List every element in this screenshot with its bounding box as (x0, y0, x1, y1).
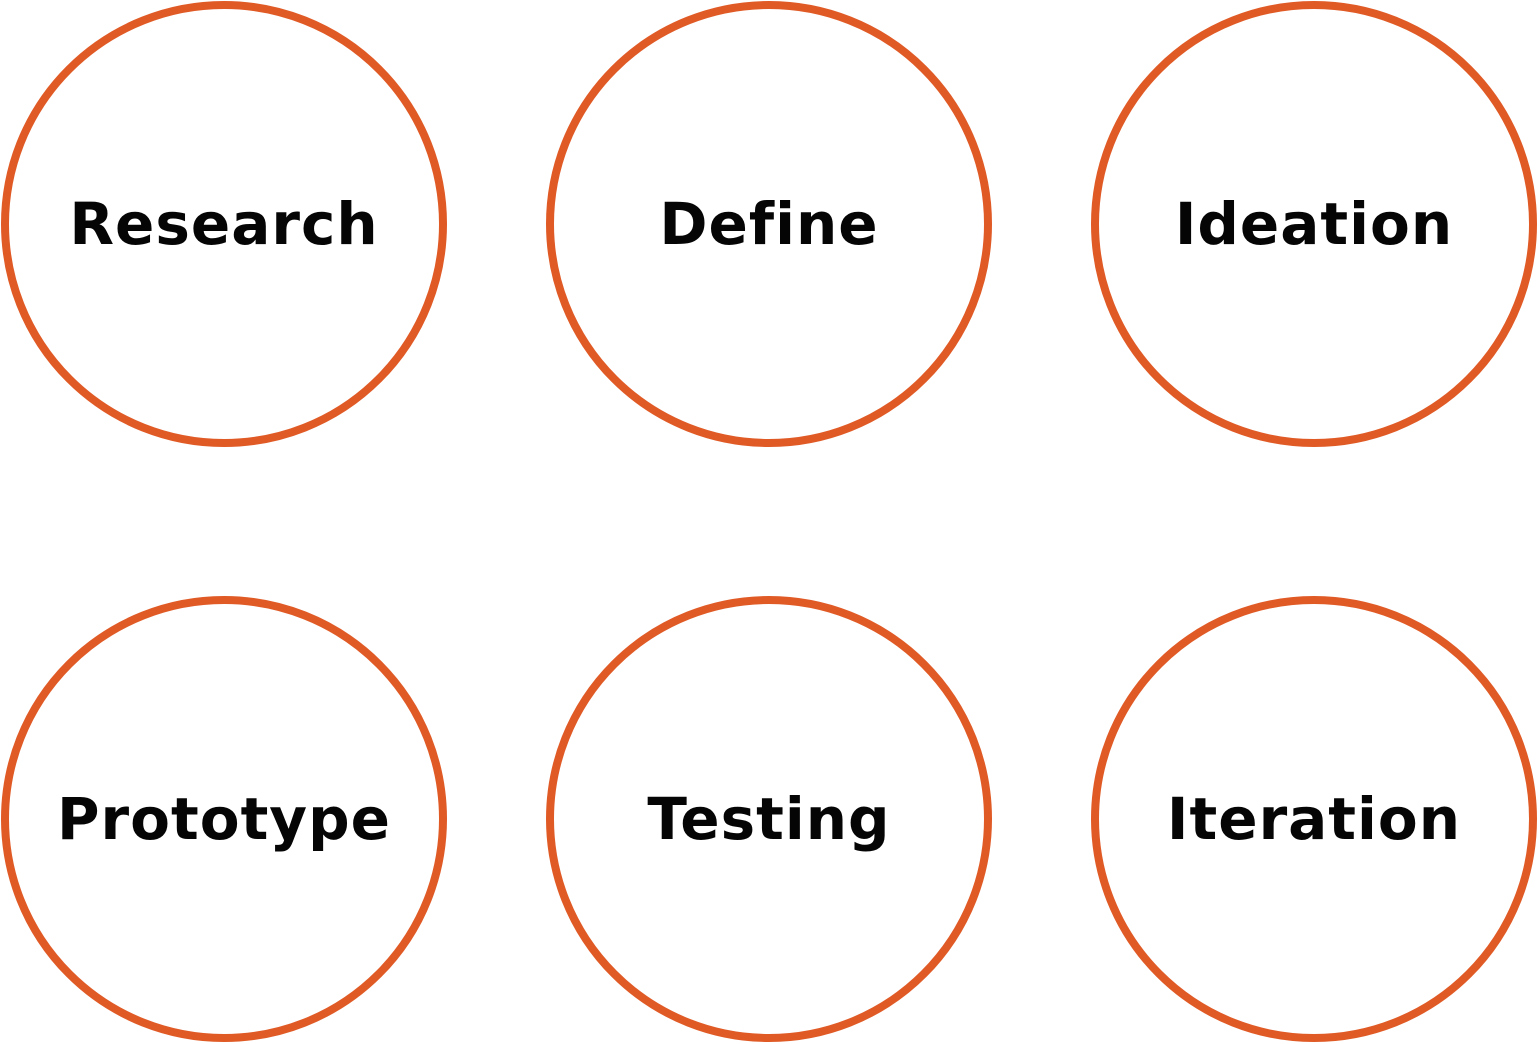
stage-circle-define: Define (546, 1, 992, 447)
stage-circle-iteration: Iteration (1091, 596, 1537, 1042)
stage-circle-testing: Testing (546, 596, 992, 1042)
stage-label-define: Define (659, 190, 879, 258)
stage-label-iteration: Iteration (1166, 785, 1462, 853)
stage-label-ideation: Ideation (1174, 190, 1454, 258)
stage-circle-research: Research (1, 1, 447, 447)
stage-label-research: Research (69, 190, 379, 258)
stage-label-testing: Testing (647, 785, 891, 853)
stage-circle-ideation: Ideation (1091, 1, 1537, 447)
stage-label-prototype: Prototype (57, 785, 391, 853)
stage-circle-prototype: Prototype (1, 596, 447, 1042)
